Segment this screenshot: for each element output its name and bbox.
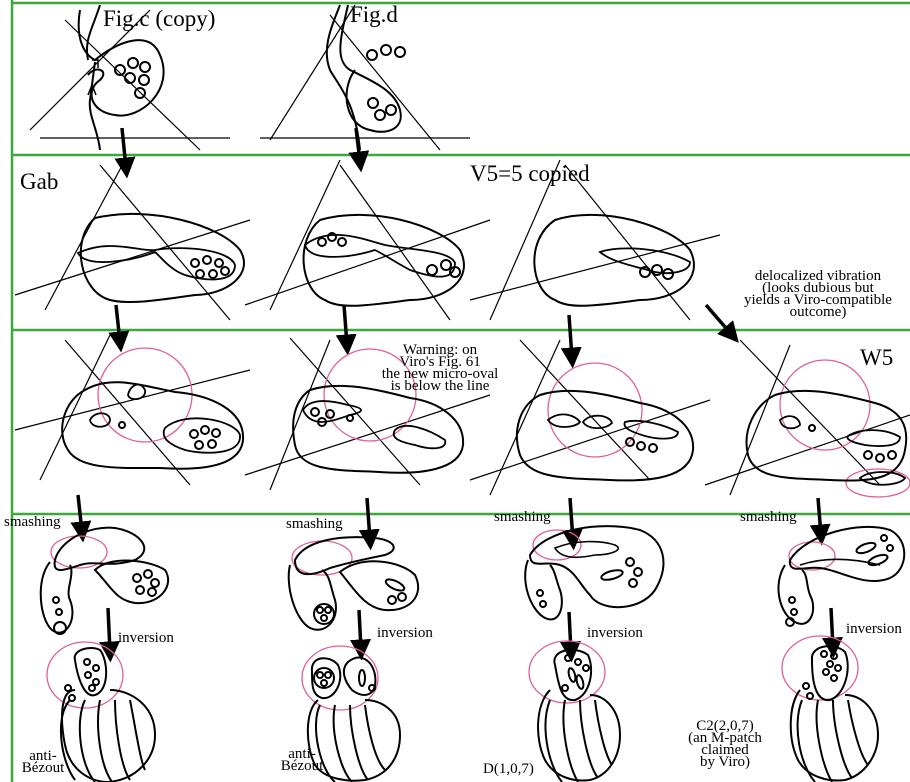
- row3-sketch-1: [15, 335, 250, 485]
- label-inversion-3: inversion: [587, 626, 643, 641]
- row4-sketch-3: [525, 526, 663, 619]
- label-inversion-2: inversion: [377, 626, 433, 641]
- row4-sketch-2: [289, 537, 418, 630]
- title-fig-c: Fig.c (copy): [103, 7, 215, 30]
- title-gab: Gab: [20, 170, 58, 193]
- label-inversion-1: inversion: [118, 631, 174, 646]
- row4-sketch-4: [778, 527, 904, 626]
- label-smashing-2: smashing: [286, 517, 343, 532]
- label-inversion-4: inversion: [846, 622, 902, 637]
- result-anti-bezout-1: anti- Bézout: [18, 750, 68, 774]
- arrows-row1: [122, 128, 360, 168]
- label-smashing-3: smashing: [494, 510, 551, 525]
- arrows-row3: [78, 495, 821, 540]
- note-delocalized-vibration: delocalized vibration (looks dubious but…: [728, 270, 908, 318]
- row5-sketch-3: [529, 641, 620, 782]
- title-fig-d: Fig.d: [350, 3, 398, 26]
- result-d107: D(1,0,7): [483, 762, 534, 777]
- row4-sketch-1: [41, 528, 168, 634]
- label-smashing-4: smashing: [740, 510, 797, 525]
- note-warning: Warning: on Viro's Fig. 61 the new micro…: [370, 344, 510, 392]
- row5-sketch-4: [782, 636, 878, 782]
- title-v5: V5=5 copied: [470, 162, 590, 185]
- arrows-row4: [108, 608, 833, 652]
- label-smashing-1: smashing: [4, 515, 61, 530]
- v5-sketch-left: [245, 160, 490, 320]
- result-anti-bezout-2: anti- Bézout: [272, 748, 332, 772]
- result-c2-207: C2(2,0,7) (an M-patch claimed by Viro): [685, 720, 765, 768]
- title-w5: W5: [860, 346, 893, 369]
